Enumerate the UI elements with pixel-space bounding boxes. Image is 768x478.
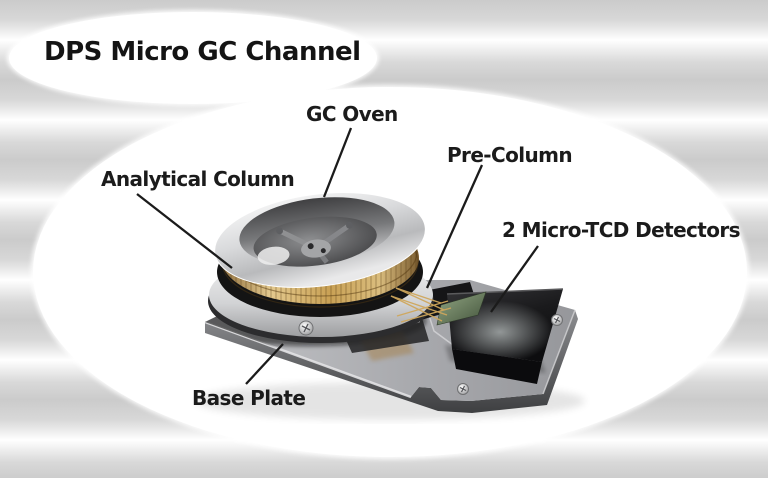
leader-line-base-plate [245,343,284,385]
pre-column-wires-graphic [390,287,452,323]
label-pre-column: Pre-Column [447,143,573,167]
leader-line-detectors [490,245,539,313]
screw-icon [298,320,314,336]
screw-icon [551,314,563,326]
label-gc-oven: GC Oven [306,102,398,126]
diagram-title: DPS Micro GC Channel [44,37,361,67]
pcb-strip [436,291,487,326]
leader-lines [136,127,539,385]
screw-icons [298,314,563,395]
title-bubble-ellipse [9,12,377,104]
label-micro-tcd-detectors: 2 Micro-TCD Detectors [502,218,741,242]
leader-line-pre-column [425,164,484,289]
tcd-chip-graphic [436,288,564,384]
leader-line-gc-oven [322,127,353,198]
leader-line-analytical-column [136,193,233,269]
gc-oven-ring-graphic [214,192,426,288]
screw-icon [457,383,469,395]
label-analytical-column: Analytical Column [101,167,295,191]
label-base-plate: Base Plate [192,386,306,410]
